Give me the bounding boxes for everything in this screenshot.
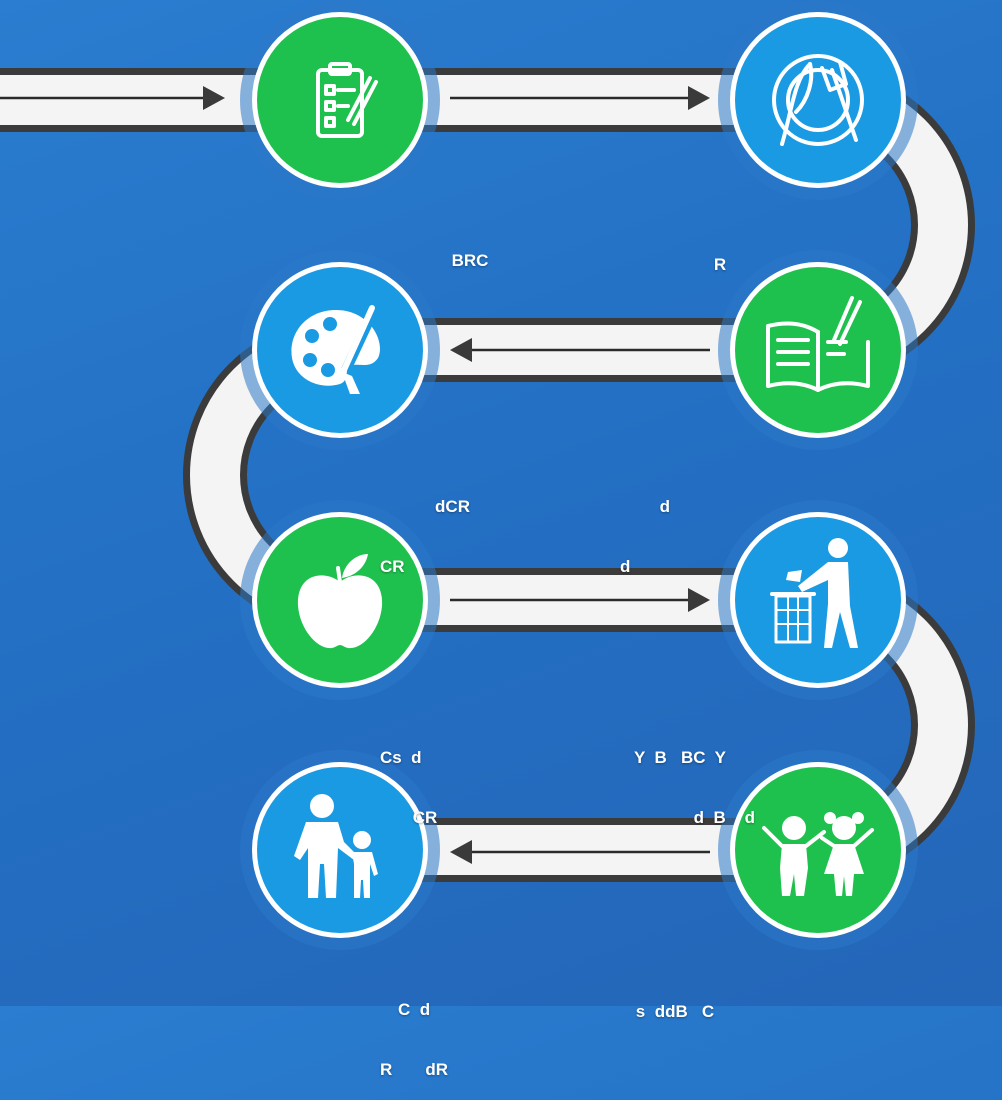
road xyxy=(0,68,975,882)
label-line: dCR xyxy=(435,497,470,516)
label-line: R xyxy=(713,255,727,274)
parent-child-icon xyxy=(294,794,378,898)
label-line: CR xyxy=(412,808,438,827)
node-play xyxy=(718,750,918,950)
label-line: d xyxy=(659,497,670,516)
node-cleanup xyxy=(718,500,918,700)
open-book-pencil-icon xyxy=(766,296,870,392)
step-label-7: C d R dR xyxy=(380,960,500,1100)
plate-cutlery-icon xyxy=(772,54,864,146)
label-line: Cs d xyxy=(380,748,422,767)
label-line: R dR xyxy=(380,1060,448,1079)
label-line: d xyxy=(620,557,631,576)
node-snack xyxy=(240,500,440,700)
step-label-8: s ddB C xyxy=(605,962,745,1042)
label-line: Y B BC Y xyxy=(634,748,726,767)
step-label-1: BRC xyxy=(440,211,500,291)
trash-bin-person-icon xyxy=(770,538,858,648)
step-label-5: Cs d CR xyxy=(380,708,470,848)
process-road-diagram xyxy=(0,0,975,950)
label-line: s ddB C xyxy=(635,1002,715,1021)
label-line: C d xyxy=(398,1000,431,1019)
arrow-left-5 xyxy=(450,840,710,864)
apple-icon xyxy=(297,554,383,649)
node-meal xyxy=(718,0,918,200)
label-line: d B d xyxy=(693,808,755,827)
step-label-3: dCR CR xyxy=(380,457,470,597)
children-playing-icon xyxy=(762,812,874,896)
arrow-left-3 xyxy=(450,338,710,362)
node-checklist xyxy=(240,0,440,200)
arrow-right-4 xyxy=(450,588,710,612)
arrow-right-1 xyxy=(0,86,225,110)
step-label-2: R xyxy=(700,215,740,295)
label-line: BRC xyxy=(451,251,489,270)
node-art xyxy=(240,250,440,450)
paint-palette-icon xyxy=(291,305,381,394)
step-label-6: Y B BC Y d B d xyxy=(605,708,755,848)
node-pickup xyxy=(240,750,440,950)
checklist-icon xyxy=(316,62,378,138)
step-label-4: d d xyxy=(620,457,670,597)
node-reading xyxy=(718,250,918,450)
arrow-right-2 xyxy=(450,86,710,110)
label-line: CR xyxy=(380,557,405,576)
